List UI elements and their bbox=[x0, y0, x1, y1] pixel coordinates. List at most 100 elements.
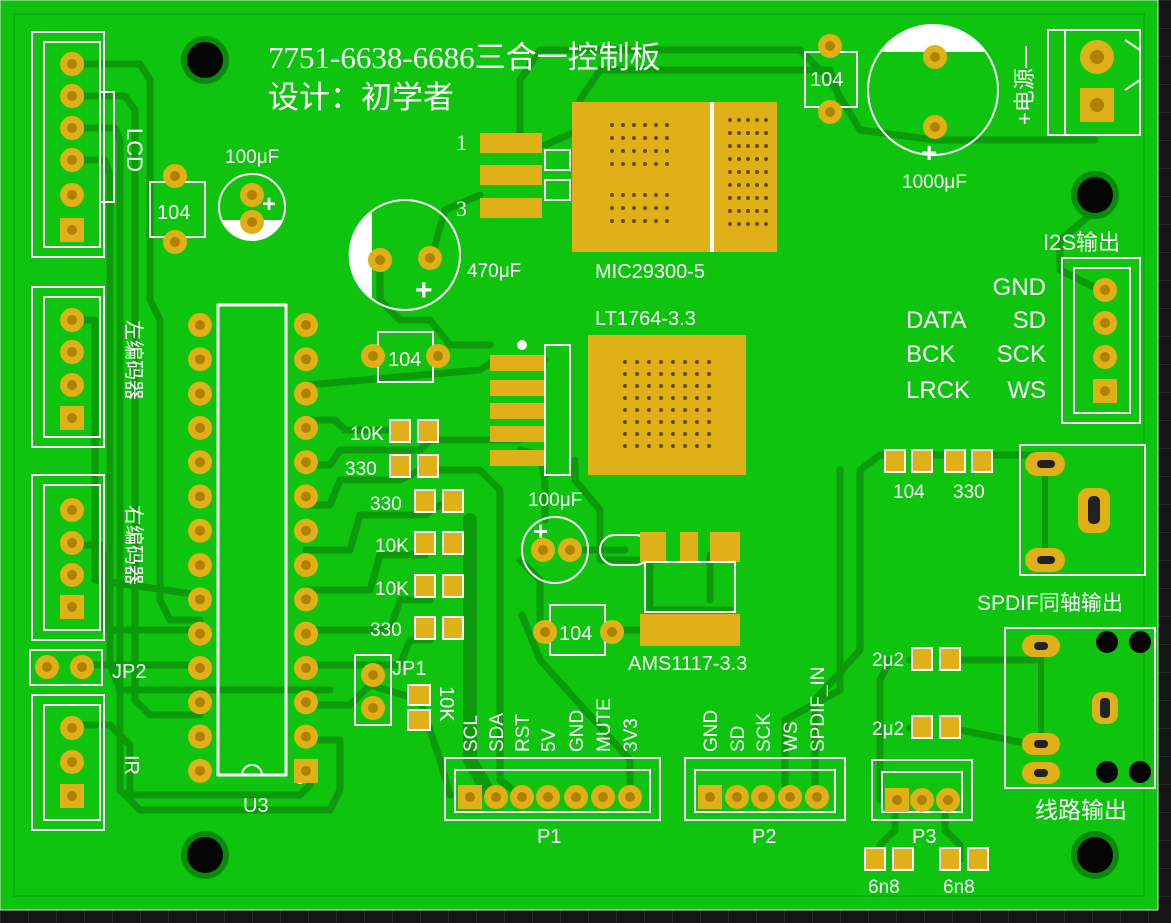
left-encoder-label: 左编码器 bbox=[122, 320, 145, 400]
p1-pin-label: SCL bbox=[461, 715, 482, 752]
cap-1000uf bbox=[867, 24, 999, 156]
board-title-line2: 设计：初学者 bbox=[268, 80, 454, 115]
cap-104-left-label: 104 bbox=[157, 202, 190, 224]
u3-pin bbox=[294, 621, 318, 646]
u3-pin bbox=[188, 758, 212, 783]
traces bbox=[68, 46, 1104, 864]
line-out-label: 线路输出 bbox=[1035, 797, 1127, 823]
ir-label: IR bbox=[120, 755, 142, 775]
r4-label: 10K bbox=[375, 536, 409, 557]
u3-pin bbox=[188, 690, 212, 715]
left-encoder-connector bbox=[31, 286, 105, 448]
p3-label: P3 bbox=[912, 826, 936, 848]
cap-1000uf-label: 1000μF bbox=[902, 172, 967, 193]
cap-104-mid-label: 104 bbox=[388, 349, 421, 371]
u3-pin bbox=[294, 450, 318, 475]
p2-connector bbox=[684, 757, 846, 821]
u3-pin bbox=[188, 484, 212, 509]
i2s-title: I2S输出 bbox=[1043, 230, 1120, 255]
u3-pin bbox=[188, 656, 212, 680]
thermal-vias bbox=[728, 118, 768, 226]
c6n8-b-label: 6n8 bbox=[943, 877, 975, 898]
u3-pin bbox=[188, 724, 212, 749]
cap-104-bottom-label: 104 bbox=[559, 623, 592, 645]
r3-label: 330 bbox=[370, 494, 402, 515]
cap-104-mid bbox=[361, 331, 450, 383]
right-encoder-connector bbox=[31, 474, 105, 641]
p1-label: P1 bbox=[537, 826, 561, 848]
u3-pin bbox=[294, 484, 318, 509]
r10k-vertical-label: 10K bbox=[435, 686, 457, 722]
p1-connector bbox=[444, 757, 661, 821]
i2s-alt-label: BCK bbox=[906, 341, 955, 368]
mic29300-regulator bbox=[480, 102, 777, 252]
u3-pin bbox=[294, 347, 318, 372]
i2s-signal-label: SCK bbox=[997, 341, 1046, 368]
cap-104-top-label: 104 bbox=[810, 69, 843, 91]
p1-pin-label: MUTE bbox=[594, 698, 615, 752]
mic29300-label: MIC29300-5 bbox=[595, 261, 705, 283]
i2s-alt-label: DATA bbox=[906, 307, 966, 334]
p1-pin-label: 5V bbox=[539, 728, 560, 752]
i2s-connector bbox=[1061, 257, 1141, 424]
lt1764-label: LT1764-3.3 bbox=[595, 308, 696, 330]
ams1117-regulator bbox=[599, 532, 740, 646]
p1-pin-label: SDA bbox=[487, 713, 508, 752]
u3-pin bbox=[188, 415, 212, 440]
u3-pin bbox=[188, 553, 212, 578]
jp2-label: JP2 bbox=[112, 661, 146, 683]
silkscreen-text: 7751-6638-6686三合一控制板 设计：初学者 LCD 左编码器 右编码… bbox=[112, 40, 1127, 898]
cap-470uf bbox=[348, 199, 461, 311]
board-title-line1: 7751-6638-6686三合一控制板 bbox=[268, 40, 661, 75]
thermal-vias bbox=[610, 123, 669, 166]
r6-label: 330 bbox=[370, 620, 402, 641]
c2u2-b-label: 2μ2 bbox=[872, 719, 904, 740]
cap-470uf-label: 470μF bbox=[467, 261, 521, 282]
u3-pin bbox=[294, 553, 318, 578]
i2s-signal-label: SD bbox=[1013, 307, 1046, 334]
u3-pin bbox=[188, 381, 212, 406]
i2s-alt-label: LRCK bbox=[906, 377, 970, 404]
spdif-jack bbox=[1019, 444, 1146, 576]
p2-label: P2 bbox=[752, 826, 776, 848]
thermal-vias bbox=[623, 360, 711, 448]
r5-label: 10K bbox=[375, 579, 409, 600]
u3-pin bbox=[294, 758, 318, 783]
cap-100uf-top-label: 100μF bbox=[225, 147, 279, 168]
u3-pin bbox=[188, 518, 212, 543]
right-encoder-label: 右编码器 bbox=[122, 505, 145, 585]
u3-pin bbox=[294, 313, 318, 337]
jp1-label: JP1 bbox=[392, 658, 426, 680]
cap-470uf-plus: + bbox=[415, 274, 433, 307]
u3-pin bbox=[294, 518, 318, 543]
u3-pin bbox=[188, 450, 212, 475]
cap-100uf-bottom-plus: + bbox=[533, 516, 548, 546]
jp1-jumper bbox=[354, 654, 392, 726]
u3-pin bbox=[294, 656, 318, 680]
p2-pin-label: SPDIF_IN bbox=[808, 666, 829, 752]
lcd-label: LCD bbox=[122, 128, 147, 172]
cap-100uf-top bbox=[218, 173, 286, 241]
mic-pin3-label: 3 bbox=[456, 196, 467, 221]
spdif-330-label: 330 bbox=[953, 482, 985, 503]
cap-1000uf-plus: + bbox=[921, 137, 937, 168]
p2-pin-label: GND bbox=[701, 710, 722, 752]
u3-pin bbox=[188, 587, 212, 612]
r2-label: 330 bbox=[345, 459, 377, 480]
p2-pin-label: SCK bbox=[754, 713, 775, 752]
lt1764-regulator bbox=[490, 335, 746, 476]
ir-connector bbox=[31, 694, 105, 831]
cap-104-left bbox=[149, 164, 206, 254]
cap-100uf-bottom-label: 100μF bbox=[528, 490, 582, 511]
i2s-signal-label: WS bbox=[1007, 377, 1046, 404]
u3-label: U3 bbox=[243, 795, 269, 817]
p2-pin-label: WS bbox=[781, 721, 802, 752]
cap-104-bottom bbox=[533, 604, 624, 656]
spdif-label: SPDIF同轴输出 bbox=[977, 592, 1123, 615]
p1-pin-label: GND bbox=[567, 710, 588, 752]
r1-label: 10K bbox=[350, 424, 384, 445]
lcd-connector bbox=[31, 31, 115, 258]
